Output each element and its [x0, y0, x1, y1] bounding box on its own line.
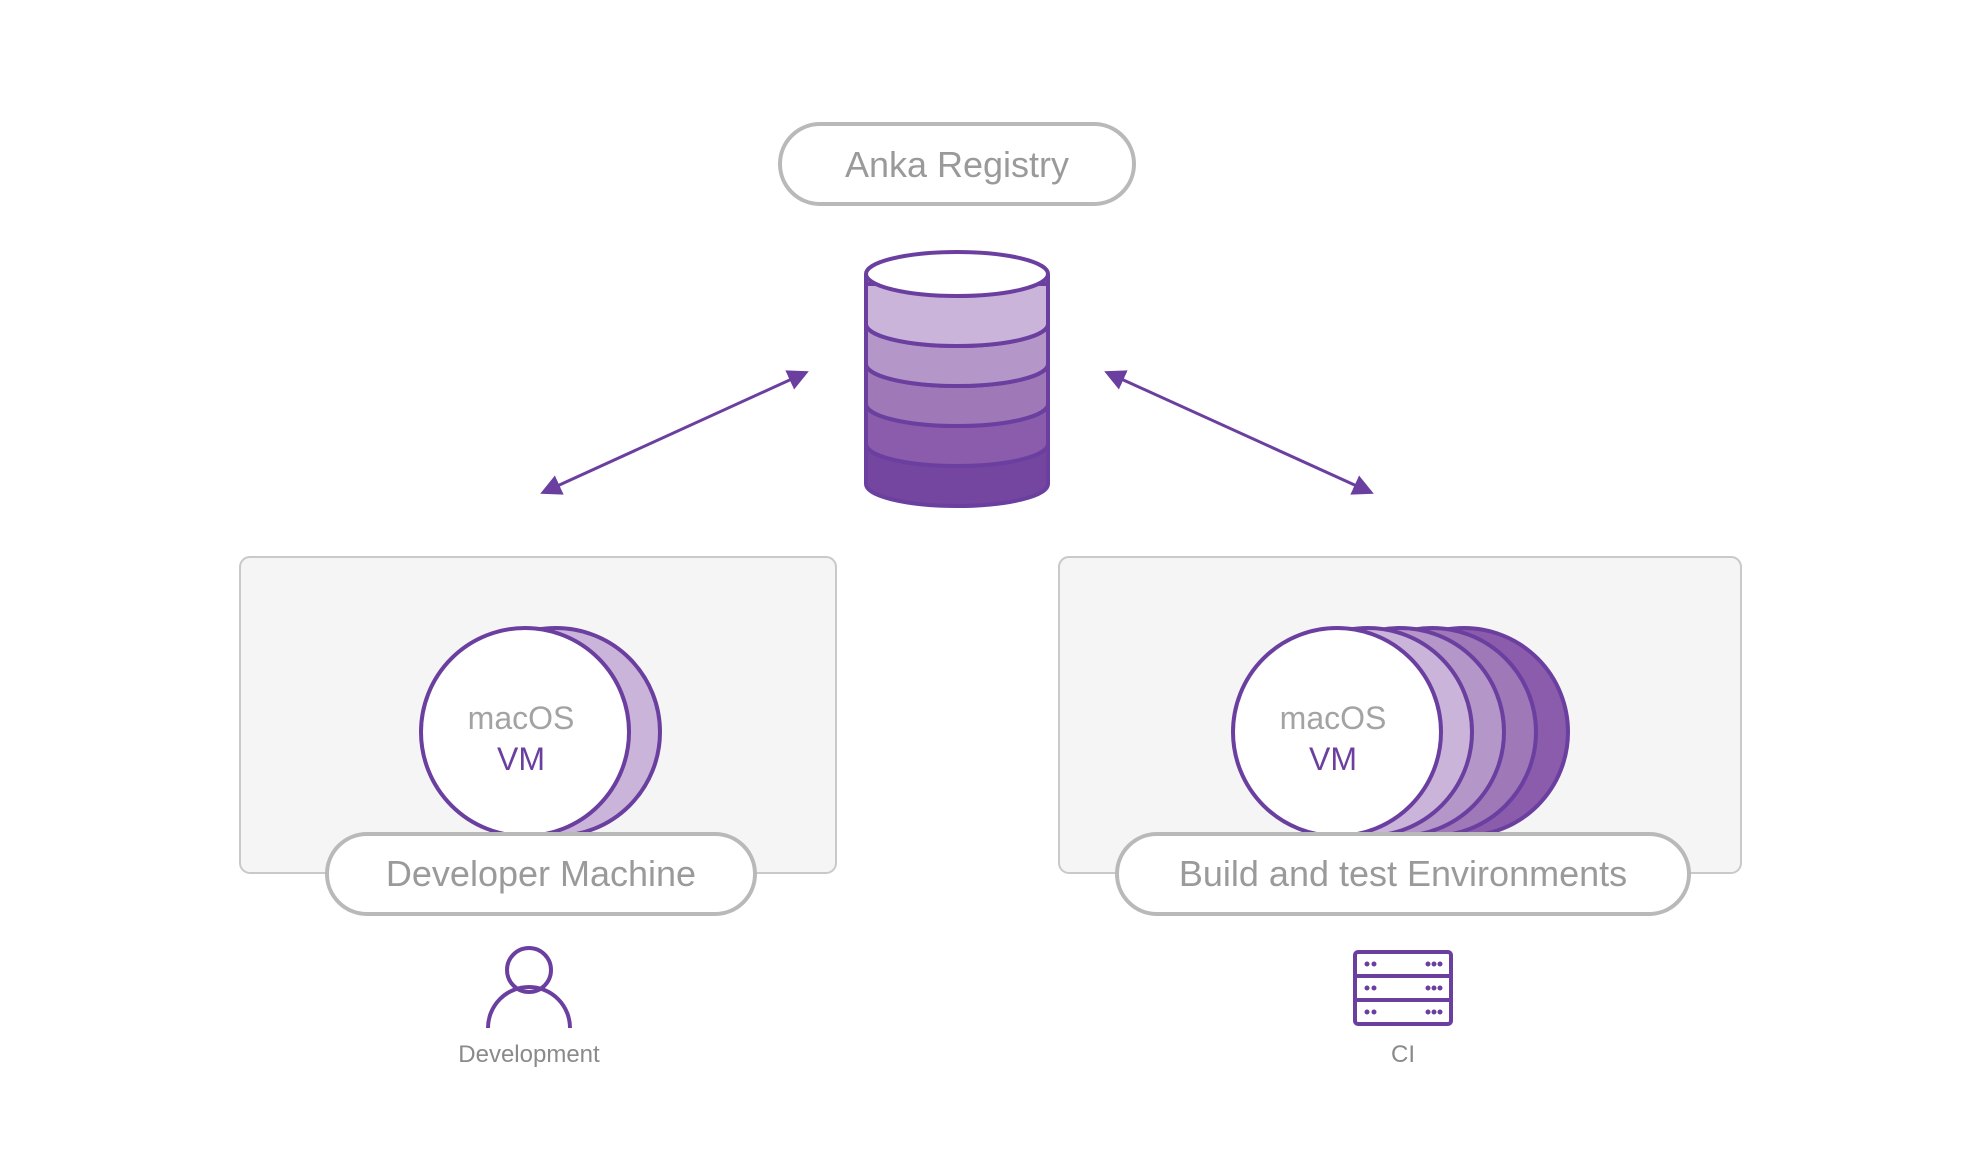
database-icon [864, 250, 1050, 508]
developer-vm-label: VM [497, 741, 545, 777]
ci-environments-label: Build and test Environments [1179, 853, 1627, 894]
registry-pill: Anka Registry [778, 122, 1136, 206]
developer-machine-pill: Developer Machine [325, 832, 757, 916]
development-caption: Development [458, 1041, 600, 1068]
ci-vm-label: VM [1309, 741, 1357, 777]
user-icon [486, 946, 572, 1029]
ci-environments-pill: Build and test Environments [1115, 832, 1691, 916]
registry-label: Anka Registry [845, 144, 1069, 185]
arrow-registry-ci [1104, 370, 1374, 495]
developer-machine-label: Developer Machine [386, 853, 696, 894]
developer-vm-os: macOS [468, 700, 575, 736]
ci-vm-os: macOS [1280, 700, 1387, 736]
ci-caption: CI [1391, 1041, 1415, 1068]
ci-panel: macOS VM [1058, 556, 1742, 874]
arrow-registry-developer [540, 370, 809, 495]
server-rack-icon [1353, 950, 1453, 1026]
vm-stack-developer [419, 626, 662, 838]
developer-panel: macOS VM [239, 556, 837, 874]
